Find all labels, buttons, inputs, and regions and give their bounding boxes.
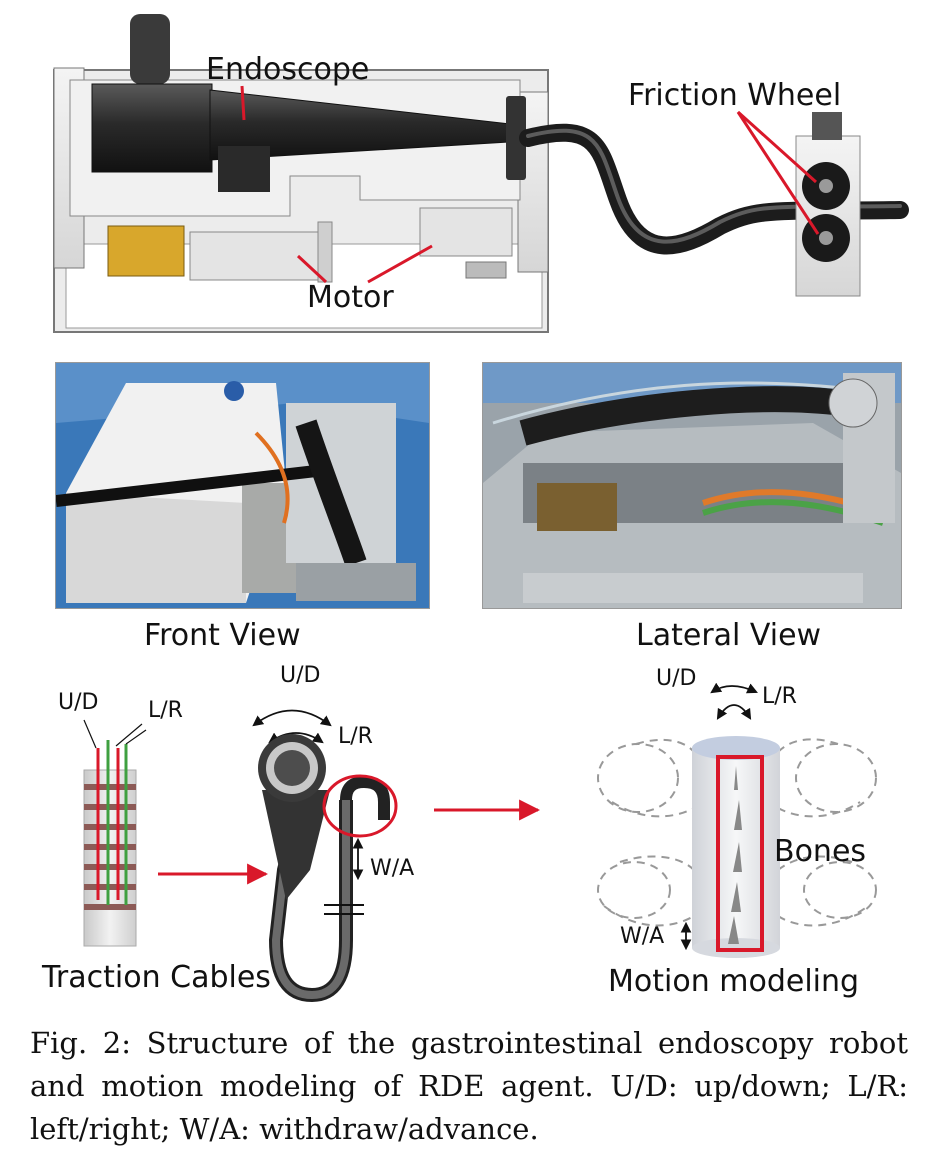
motion-modeling-caption: Motion modeling [608,964,860,999]
friction-wheel-label: Friction Wheel [628,78,842,113]
cables-lr-label: L/R [148,698,183,723]
lateral-view-illustration [483,363,901,608]
endoscope-handle-sketch [252,709,398,1003]
traction-cable-stack [83,719,147,947]
cables-ud-label: U/D [58,690,99,715]
front-view-caption: Front View [144,618,301,653]
lateral-view-caption: Lateral View [636,618,822,653]
endoscope-label: Endoscope [206,52,370,87]
handle-lr-label: L/R [338,724,373,749]
motor-label: Motor [307,280,394,315]
lateral-view-photo [482,362,902,609]
handle-ud-label: U/D [280,663,321,688]
bones-label: Bones [774,834,867,869]
figure-caption: Fig. 2: Structure of the gastrointestina… [30,1026,908,1146]
cad-render-illustration [53,14,909,333]
model-lr-label: L/R [762,684,797,709]
motion-diagram [83,682,877,1003]
handle-wa-label: W/A [370,856,415,881]
traction-cables-caption: Traction Cables [42,960,271,995]
motion-model-sketch [597,682,877,958]
front-view-photo [55,362,430,609]
cad-render-panel: Endoscope Friction Wheel Motor [0,0,936,340]
front-view-illustration [56,363,429,608]
model-wa-label: W/A [620,924,665,949]
model-ud-label: U/D [656,666,697,691]
